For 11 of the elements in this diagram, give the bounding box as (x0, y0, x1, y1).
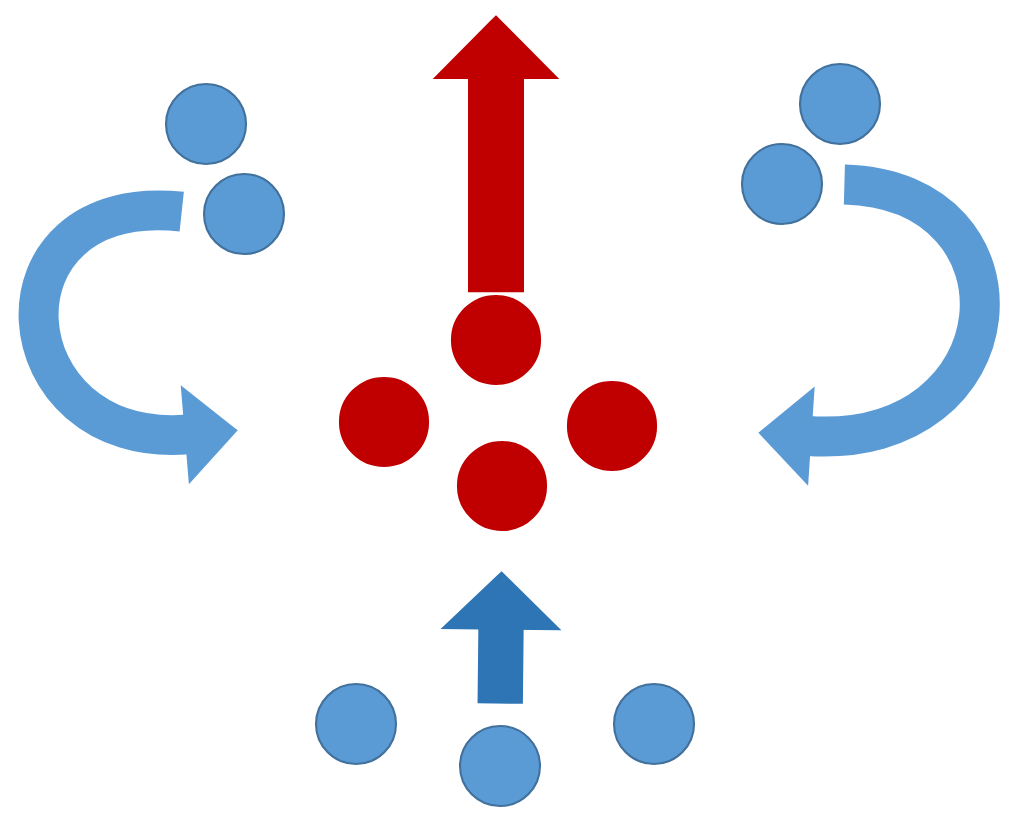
particle-circle (456, 440, 548, 532)
particle-circle (202, 172, 286, 256)
particle-circle (164, 82, 248, 166)
particle-circle (458, 724, 542, 808)
particle-circle (740, 142, 824, 226)
particle-circle (450, 294, 542, 386)
particle-circle (798, 62, 882, 146)
particle-circle (314, 682, 398, 766)
particle-circle (612, 682, 696, 766)
particle-circle (338, 376, 430, 468)
particle-circle (566, 380, 658, 472)
